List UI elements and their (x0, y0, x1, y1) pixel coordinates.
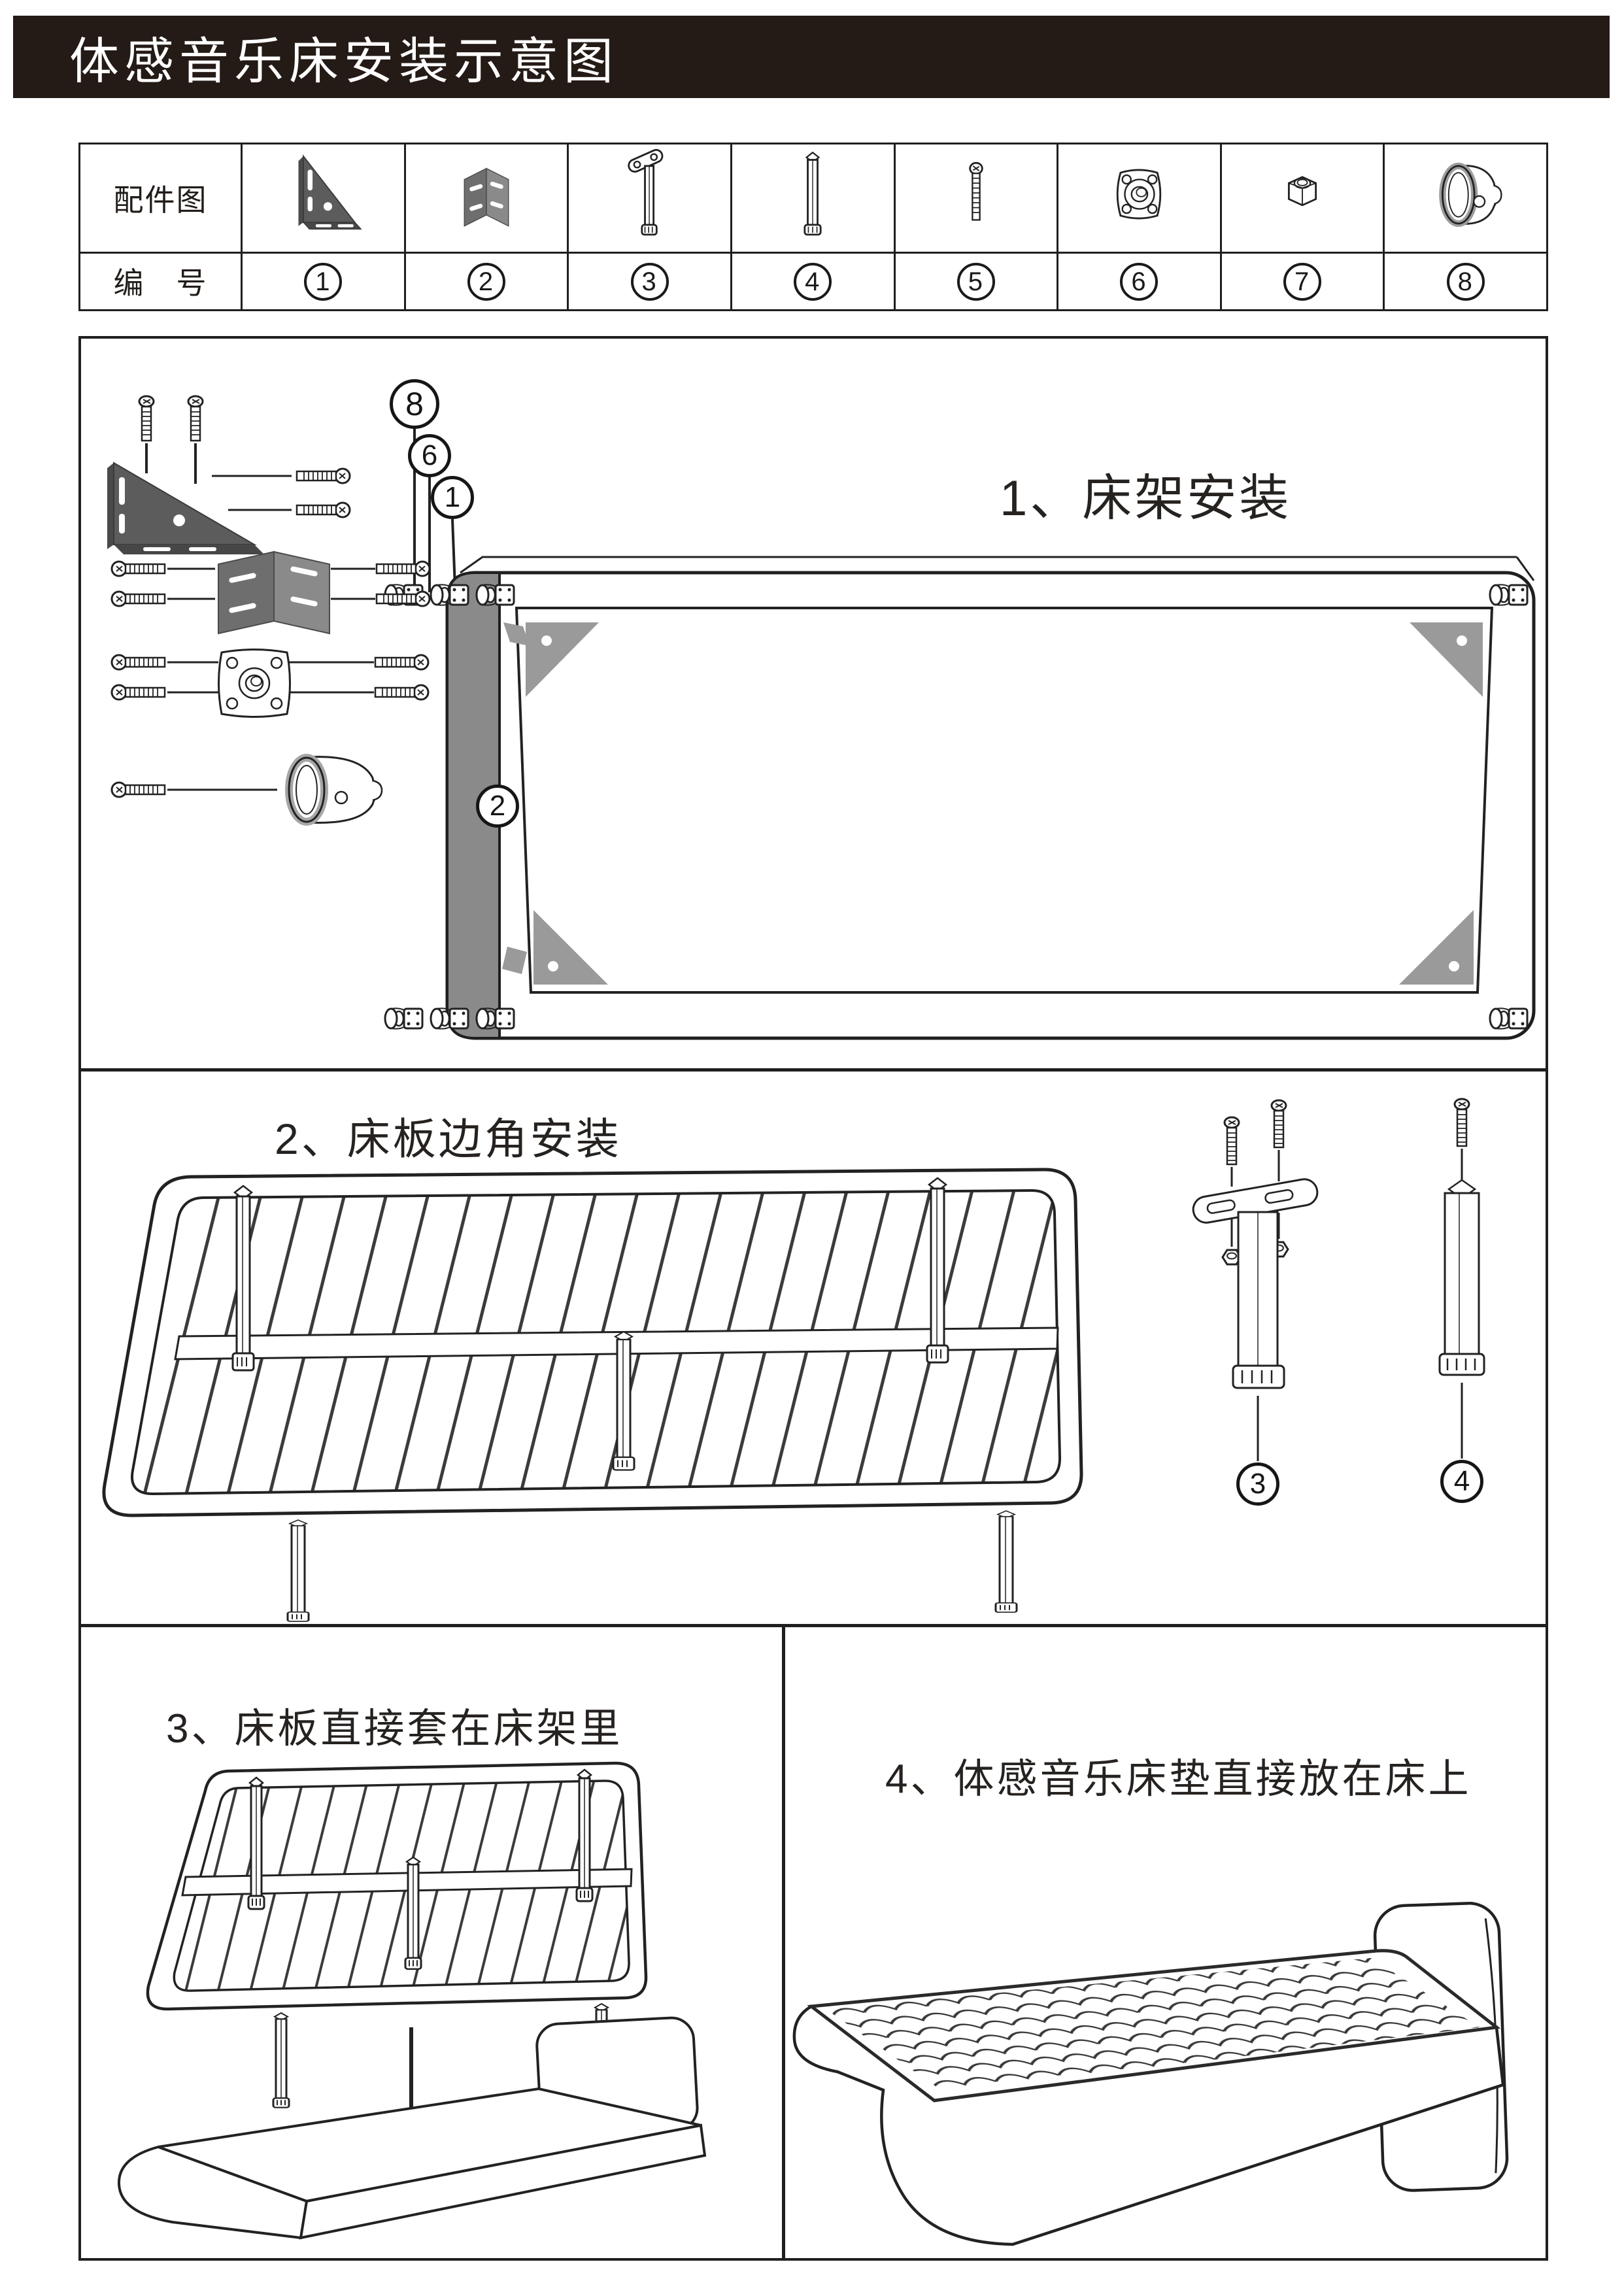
bed-frame-assembly-drawing (107, 395, 1536, 1040)
bed-base (117, 2016, 707, 2240)
parts-table-cell (893, 143, 1059, 254)
frame-inner-opening (515, 607, 1494, 994)
parts-table-cell (567, 143, 732, 254)
part-number-7: 7 (1283, 263, 1322, 301)
callout-part-8: 8 (390, 379, 439, 429)
square-tube-leg-icon (804, 152, 822, 236)
part-number-8: 8 (1446, 263, 1485, 301)
hex-nut-icon (1288, 176, 1317, 207)
corner-leg-exploded (1438, 1098, 1485, 1459)
bracket-holes (541, 635, 1467, 971)
section-4-title: 4、体感音乐床垫直接放在床上 (885, 1757, 1472, 1802)
mattress-on-bed-drawing (792, 1902, 1509, 2246)
slatted-bed-board (146, 1761, 648, 2011)
part-number-4: 4 (794, 263, 832, 301)
part-number-cell: 6 (1057, 251, 1222, 312)
parts-table-cell (1383, 143, 1548, 254)
part-number-1: 1 (304, 263, 343, 301)
corner-triangle-bracket-icon (298, 154, 363, 230)
parts-number-row: 编 号 1 2 3 4 5 6 7 8 (78, 251, 1548, 312)
flange-mount-plate-icon (1117, 169, 1162, 220)
part-number-cell: 7 (1219, 251, 1385, 312)
board-into-frame-drawing (117, 1761, 707, 2240)
parts-table-cell (1057, 143, 1222, 254)
parts-table-cell (403, 143, 569, 254)
part-number-6: 6 (1120, 263, 1159, 301)
section-2-board-corner-assembly: 2、床板边角安装 3 4 (78, 1069, 1548, 1627)
angle-bracket-icon (464, 167, 509, 228)
part-number-2: 2 (467, 263, 505, 301)
parts-table-cell (241, 143, 406, 254)
parts-table-cell (730, 143, 896, 254)
slatted-bed-board (102, 1168, 1083, 1517)
callout-part-4: 4 (1440, 1460, 1483, 1503)
section-1-title: 1、床架安装 (1000, 471, 1292, 526)
parts-image-row: 配件图 (78, 143, 1548, 254)
section-2-title: 2、床板边角安装 (275, 1115, 622, 1163)
headboard-rail (446, 571, 501, 1039)
hardware-exploded-view (107, 395, 431, 826)
part-number-cell: 4 (730, 251, 896, 312)
part-number-cell: 1 (241, 251, 406, 312)
music-transducer-icon (1438, 163, 1502, 228)
parts-table: 配件图 (78, 143, 1548, 312)
part-number-3: 3 (630, 263, 669, 301)
part-number-cell: 3 (567, 251, 732, 312)
center-leg-with-plate-icon (627, 149, 663, 236)
section-4-mattress-on-bed: 4、体感音乐床垫直接放在床上 (783, 1625, 1548, 2261)
bed-platform (792, 2004, 1505, 2246)
part-number-cell: 2 (403, 251, 569, 312)
callout-part-3: 3 (1236, 1462, 1279, 1506)
center-leg-exploded (1192, 1099, 1319, 1461)
page-title: 体感音乐床安装示意图 (69, 34, 618, 90)
section-3-title: 3、床板直接套在床架里 (166, 1706, 623, 1751)
callout-part-2: 2 (476, 785, 519, 828)
section-3-board-into-frame: 3、床板直接套在床架里 (78, 1625, 785, 2261)
part-number-5: 5 (956, 263, 995, 301)
callout-part-1: 1 (431, 476, 474, 519)
slat-board-assembly-drawing (102, 1098, 1485, 1623)
callout-part-6: 6 (408, 434, 451, 477)
bed-with-mattress (792, 1902, 1509, 2246)
page-header: 体感音乐床安装示意图 (13, 16, 1610, 98)
section-1-frame-assembly: 1、床架安装 8 6 1 2 (78, 336, 1548, 1071)
part-number-cell: 5 (893, 251, 1059, 312)
parts-image-row-label: 配件图 (78, 143, 243, 254)
bed-frame-outline (445, 571, 1536, 1040)
parts-number-row-label: 编 号 (78, 251, 243, 312)
parts-table-cell (1219, 143, 1385, 254)
screw-icon (969, 162, 983, 221)
part-number-cell: 8 (1383, 251, 1548, 312)
